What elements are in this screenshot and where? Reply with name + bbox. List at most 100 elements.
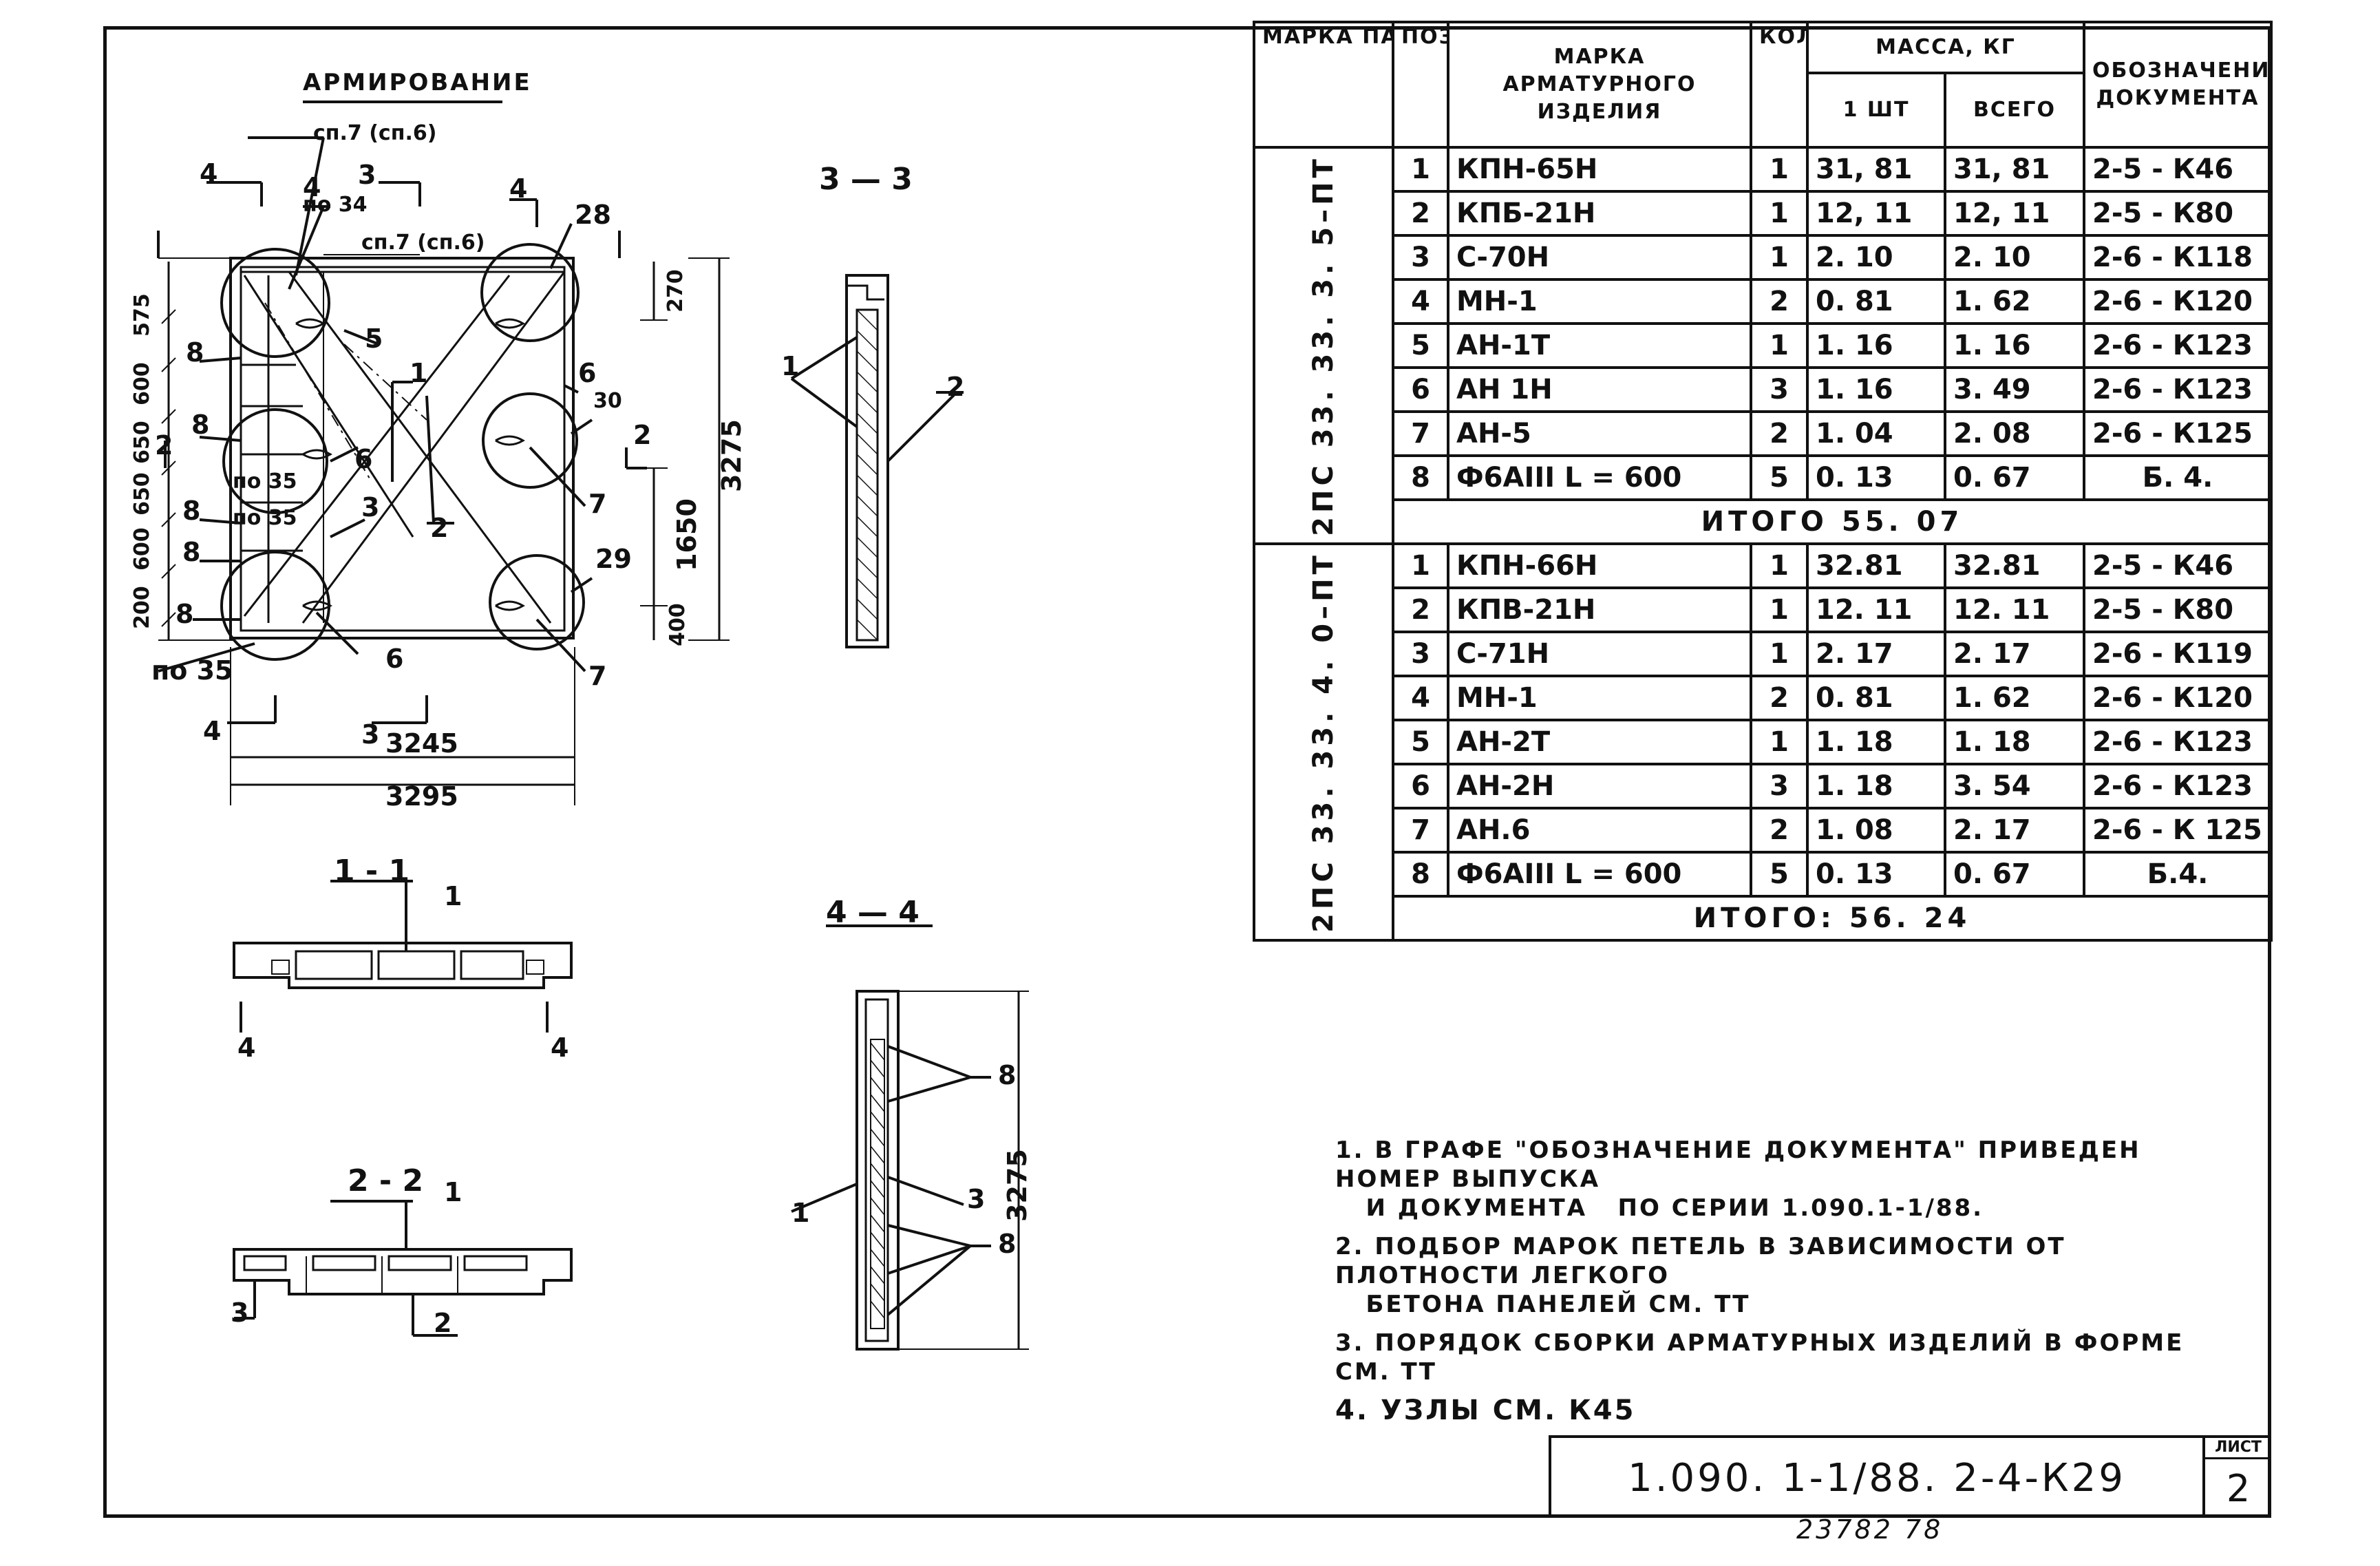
table-cell: 2. 17: [1944, 807, 2085, 854]
section-4-4-drawing: [791, 924, 1029, 1351]
label-1: 1: [410, 358, 428, 388]
note-2-line-2: БЕТОНА ПАНЕЛЕЙ СМ. ТТ: [1335, 1291, 1751, 1318]
table-cell: 5: [1392, 322, 1449, 369]
table-cell: 8: [1392, 851, 1449, 898]
header-mark-item-line3: ИЗДЕЛИЯ: [1537, 100, 1662, 124]
table-cell: 32.81: [1944, 542, 2085, 589]
table-cell: 5: [1392, 719, 1449, 765]
table-cell: Ф6АIII L = 600: [1447, 454, 1752, 501]
table-cell: 2: [1750, 807, 1809, 854]
label-3a: 3: [358, 160, 376, 190]
label-6b: 6: [578, 358, 597, 388]
table-cell: МН-1: [1447, 675, 1752, 721]
section-4-4-dim-3275: 3275: [1001, 1149, 1032, 1222]
table-cell: 2-6 - К123: [2083, 322, 2273, 369]
label-29: 29: [595, 544, 632, 574]
label-po35c: по 35: [151, 655, 233, 686]
specification-table: МАРКА ПАНЕЛИ ПОЗ. МАРКА АРМАТУРНОГО ИЗДЕ…: [1253, 21, 2273, 942]
note-1-line-1: 1. В ГРАФЕ "ОБОЗНАЧЕНИЕ ДОКУМЕНТА" ПРИВЕ…: [1335, 1136, 2141, 1193]
section-4-4-label-8a: 8: [998, 1060, 1017, 1090]
table-cell: 31, 81: [1806, 146, 1946, 193]
sheet-label: ЛИСТ: [2205, 1438, 2271, 1459]
table-cell: 1. 16: [1806, 366, 1946, 413]
table-cell: 0. 81: [1806, 278, 1946, 325]
dim-400: 400: [665, 603, 690, 646]
table-cell: 2-6 - К 125: [2083, 807, 2273, 854]
table-cell: 1: [1750, 719, 1809, 765]
header-mark-item-line1: МАРКА: [1553, 45, 1646, 69]
header-mark-item-line2: АРМАТУРНОГО: [1502, 72, 1697, 96]
table-cell: 31, 81: [1944, 146, 2085, 193]
table-cell: 12, 11: [1806, 190, 1946, 237]
table-cell: 2: [1750, 278, 1809, 325]
header-mass-total: ВСЕГО: [1944, 72, 2085, 149]
table-cell: 5: [1750, 454, 1809, 501]
table-cell: 1. 16: [1806, 322, 1946, 369]
header-mark-item: МАРКА АРМАТУРНОГО ИЗДЕЛИЯ: [1447, 21, 1752, 149]
table-cell: 1. 18: [1806, 719, 1946, 765]
table-cell: 2-6 - К123: [2083, 763, 2273, 810]
table-cell: 3: [1750, 366, 1809, 413]
table-cell: 1. 62: [1944, 675, 2085, 721]
table-cell: 1: [1392, 146, 1449, 193]
dim-650b: 650: [129, 472, 154, 516]
section-4-4-title: 4 — 4: [826, 895, 920, 930]
table-cell: 2. 10: [1806, 234, 1946, 281]
table-cell: 4: [1392, 278, 1449, 325]
sheet-box: ЛИСТ 2: [2202, 1435, 2271, 1518]
label-po35a: по 35: [233, 469, 297, 494]
table-cell: 0. 67: [1944, 454, 2085, 501]
table-cell: Ф6АIII L = 600: [1447, 851, 1752, 898]
section-2-2-drawing: [233, 1200, 573, 1337]
table-cell: 2-6 - К119: [2083, 631, 2273, 677]
table-cell: 2-6 - К118: [2083, 234, 2273, 281]
table-cell: 4: [1392, 675, 1449, 721]
table-cell: 7: [1392, 807, 1449, 854]
section-3-3-label-1: 1: [781, 351, 800, 381]
table-cell: 3. 54: [1944, 763, 2085, 810]
table-cell: 2: [1392, 586, 1449, 633]
label-8e: 8: [176, 599, 194, 629]
table-cell: 2-6 - К123: [2083, 366, 2273, 413]
table-cell: 12. 11: [1806, 586, 1946, 633]
table-cell: 8: [1392, 454, 1449, 501]
table-cell: 1: [1750, 146, 1809, 193]
label-4a: 4: [200, 158, 218, 189]
table-cell: 2. 17: [1806, 631, 1946, 677]
section-4-4-label-3: 3: [967, 1184, 986, 1214]
dim-600a: 600: [129, 362, 154, 405]
label-sp7-top: сп.7 (сп.6): [313, 121, 437, 145]
label-30: 30: [593, 389, 622, 413]
dim-650a: 650: [129, 421, 154, 464]
label-8a: 8: [186, 337, 204, 368]
panel-mark-1: 2ПС 33. 33. 3. 5–ПТ: [1253, 146, 1394, 545]
table-cell: 2-5 - К80: [2083, 190, 2273, 237]
label-6c: 6: [385, 644, 404, 674]
table-cell: 1. 16: [1944, 322, 2085, 369]
table-cell: 1. 18: [1944, 719, 2085, 765]
table-cell: КПБ-21Н: [1447, 190, 1752, 237]
label-2b: 2: [633, 420, 652, 450]
table-cell: 1: [1392, 542, 1449, 589]
section-2-2-label-1: 1: [444, 1177, 463, 1207]
dim-200: 200: [129, 586, 154, 629]
section-4-4-label-1: 1: [791, 1198, 810, 1228]
panel-mark-2: 2ПС 33. 33. 4. 0–ПТ: [1253, 542, 1394, 942]
label-4d: 4: [203, 716, 222, 746]
dim-3295: 3295: [385, 781, 458, 812]
table-cell: Б. 4.: [2083, 454, 2273, 501]
label-5: 5: [365, 324, 383, 354]
title-block-code: 1.090. 1-1/88. 2-4-К29: [1549, 1435, 2202, 1518]
table-cell: Б.4.: [2083, 851, 2273, 898]
note-1-line-2: И ДОКУМЕНТА ПО СЕРИИ 1.090.1-1/88.: [1335, 1194, 1984, 1222]
dim-3275: 3275: [716, 419, 747, 492]
table-cell: 0. 81: [1806, 675, 1946, 721]
table-cell: 1: [1750, 234, 1809, 281]
label-8b: 8: [191, 410, 210, 440]
label-4c: 4: [509, 173, 528, 204]
table-cell: 2-6 - К125: [2083, 410, 2273, 457]
table-cell: 0. 67: [1944, 851, 2085, 898]
section-1-1-label-4a: 4: [237, 1033, 256, 1063]
table-cell: 2-5 - К46: [2083, 542, 2273, 589]
label-7b: 7: [588, 661, 607, 691]
